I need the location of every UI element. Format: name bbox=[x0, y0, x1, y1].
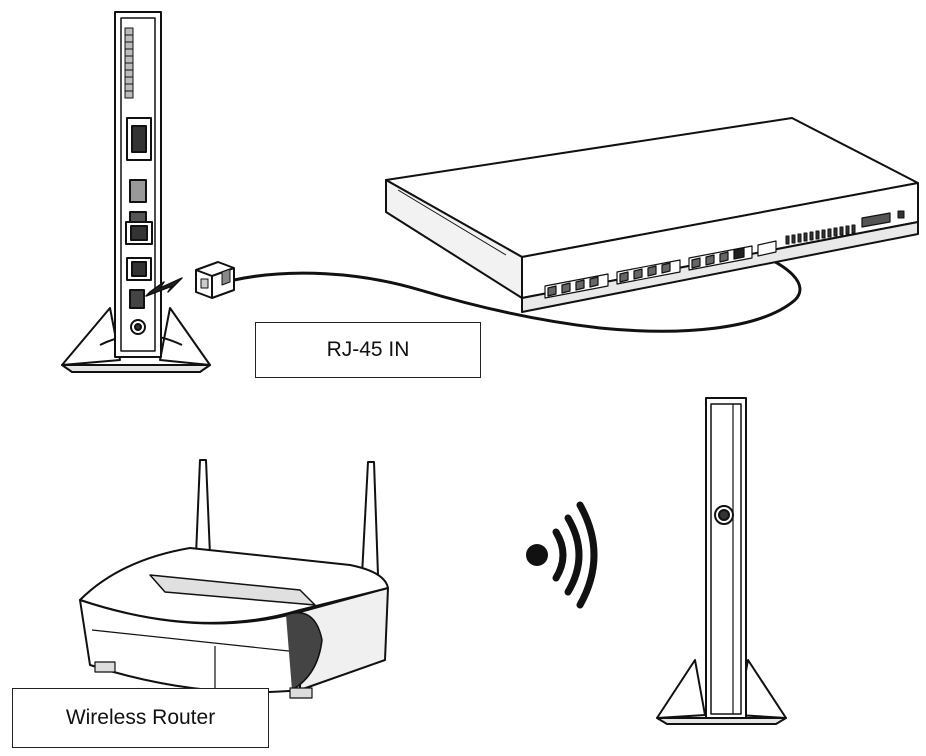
rj45-plug-icon bbox=[195, 261, 235, 299]
status-leds bbox=[785, 224, 856, 245]
wireless-router-icon bbox=[79, 459, 389, 699]
rj45-in-label: RJ-45 IN bbox=[255, 322, 481, 378]
ethernet-cable bbox=[233, 248, 802, 333]
tower-device-wireless-icon bbox=[656, 397, 787, 725]
tower-device-wired-icon bbox=[61, 11, 211, 373]
vent-slots bbox=[124, 27, 134, 99]
wireless-router-label: Wireless Router bbox=[12, 688, 269, 748]
switch-ports bbox=[544, 240, 777, 299]
wifi-signal-icon bbox=[526, 501, 598, 609]
network-switch-icon bbox=[385, 117, 919, 313]
insert-arrow-icon bbox=[145, 277, 183, 297]
